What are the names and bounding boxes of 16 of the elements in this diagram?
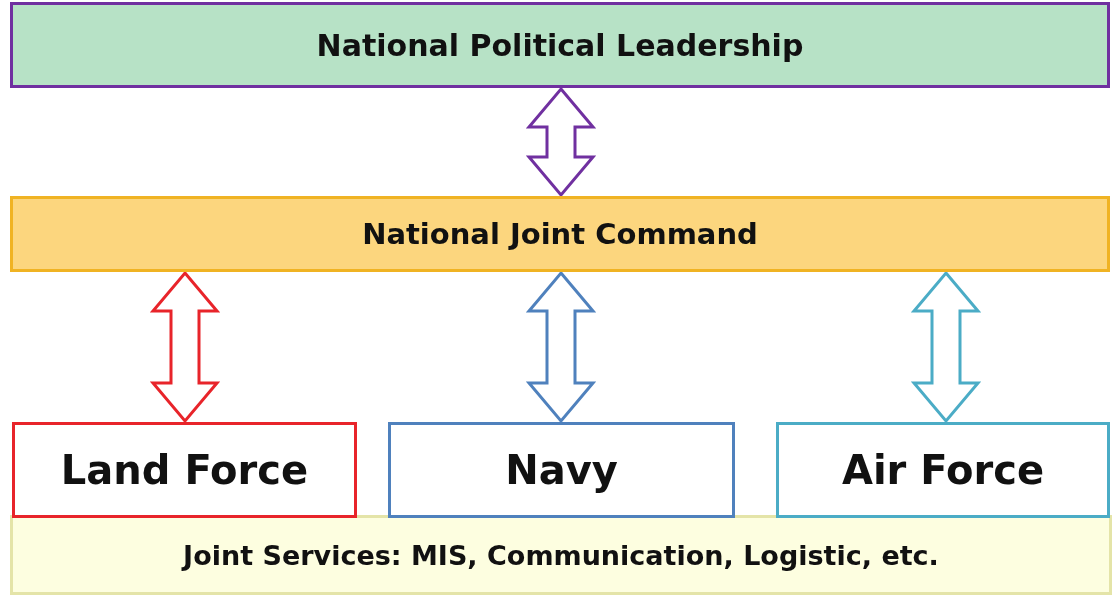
box-label: Joint Services: MIS, Communication, Logistic, etc. (183, 539, 939, 571)
command-box (10, 196, 1110, 272)
box-label: Navy (505, 447, 618, 493)
double-arrow (149, 270, 221, 424)
service-box (12, 422, 357, 518)
double-arrow (525, 270, 597, 424)
box-label: Air Force (841, 447, 1045, 493)
box-label: Land Force (60, 447, 309, 493)
service-box (388, 422, 735, 518)
box-label: National Political Leadership (316, 27, 804, 63)
double-arrow (525, 86, 597, 198)
joint-services-band (10, 515, 1112, 595)
double-arrow (910, 270, 982, 424)
box-label: National Joint Command (362, 217, 758, 251)
leadership-box (10, 2, 1110, 88)
service-box (776, 422, 1110, 518)
